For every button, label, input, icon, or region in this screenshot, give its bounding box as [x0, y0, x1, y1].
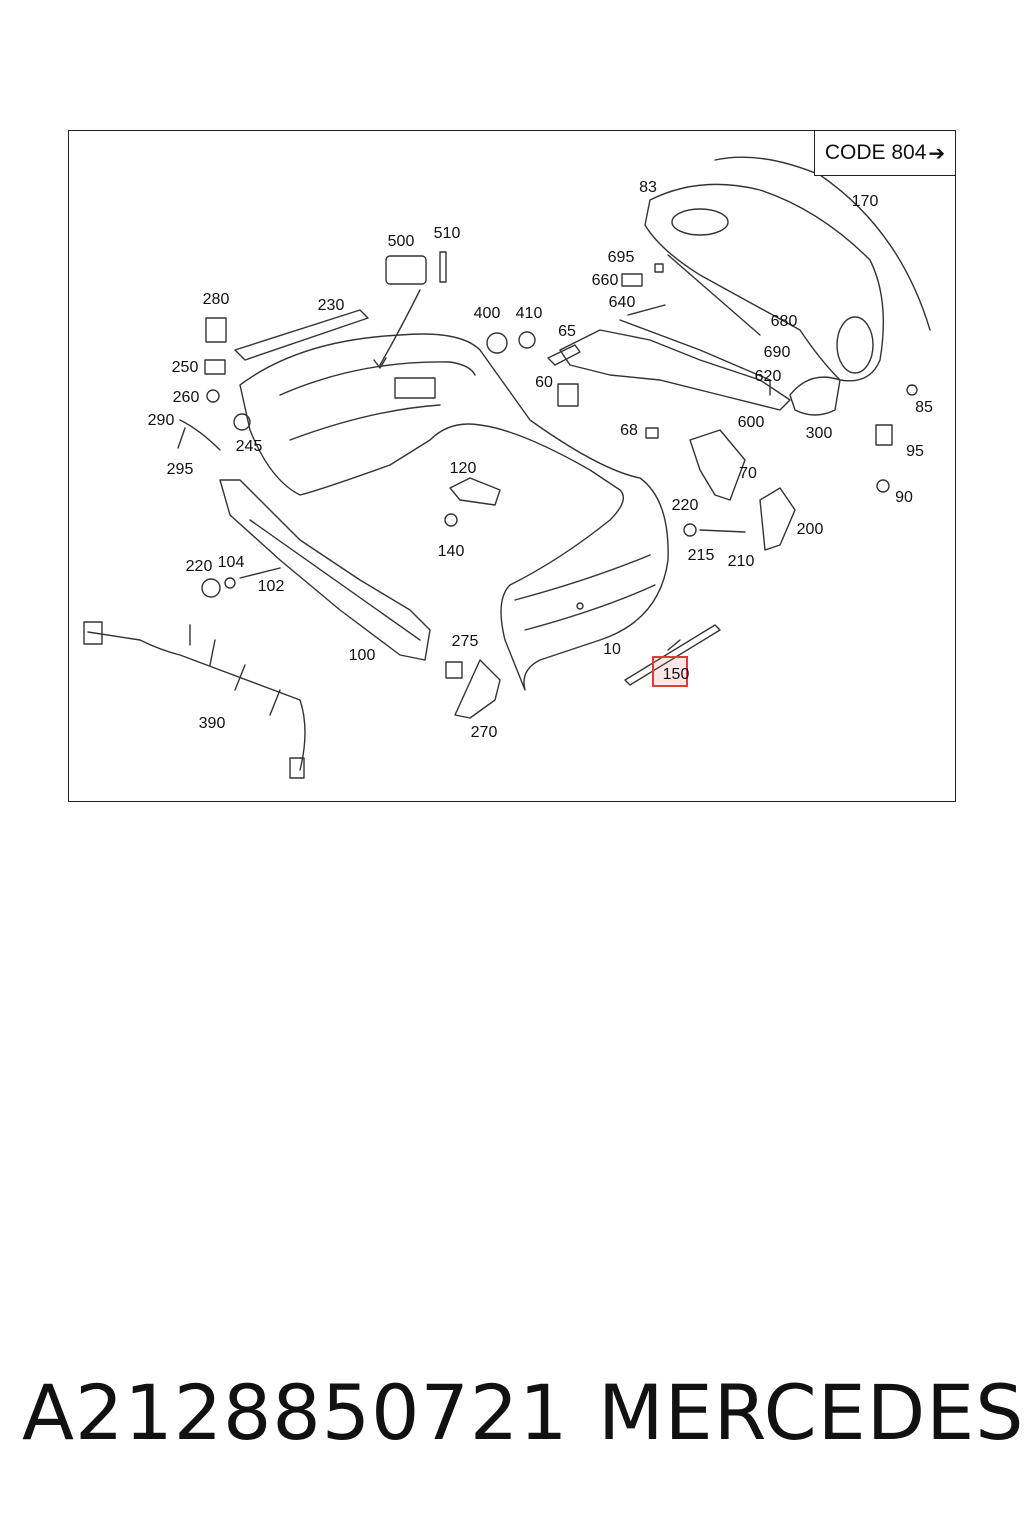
callout-275: 275 — [451, 633, 479, 650]
callout-200: 200 — [796, 521, 824, 538]
exhaust-trim — [789, 376, 841, 416]
callout-150: 150 — [662, 666, 690, 683]
callout-510: 510 — [433, 225, 461, 242]
callout-10: 10 — [603, 641, 621, 658]
callout-170: 170 — [851, 193, 879, 210]
upper-strip — [234, 309, 369, 361]
callout-68: 68 — [620, 422, 638, 439]
callout-290: 290 — [147, 412, 175, 429]
callout-690: 690 — [763, 344, 791, 361]
callout-680: 680 — [770, 313, 798, 330]
callout-220b: 220 — [185, 558, 213, 575]
part-number: A2128850721 — [22, 1368, 569, 1457]
callout-390: 390 — [198, 715, 226, 732]
callout-270: 270 — [470, 724, 498, 741]
callout-215: 215 — [687, 547, 715, 564]
callout-210: 210 — [727, 553, 755, 570]
callout-640: 640 — [608, 294, 636, 311]
wiring-harness — [87, 631, 306, 771]
callout-245: 245 — [235, 438, 263, 455]
side-bracket-200 — [759, 487, 796, 551]
impact-bar — [219, 479, 431, 661]
callout-104: 104 — [217, 554, 245, 571]
callout-120: 120 — [449, 460, 477, 477]
right-arrow-icon: ➔ — [928, 142, 946, 165]
callout-295: 295 — [166, 461, 194, 478]
callout-230: 230 — [317, 297, 345, 314]
callout-260: 260 — [172, 389, 200, 406]
callout-60: 60 — [535, 374, 553, 391]
callout-660: 660 — [591, 272, 619, 289]
lower-trim-270 — [454, 659, 501, 719]
callout-600: 600 — [737, 414, 765, 431]
callout-100: 100 — [348, 647, 376, 664]
code-label-text: CODE 804 — [824, 141, 927, 164]
callout-95: 95 — [906, 443, 924, 460]
trim-strip-150 — [624, 624, 721, 686]
footer: A2128850721 MERCEDES — [0, 1368, 1024, 1468]
callout-220a: 220 — [671, 497, 699, 514]
bumper-exploded-illustration — [83, 156, 931, 779]
bumper-cover — [239, 333, 669, 691]
brand-name: MERCEDES — [598, 1368, 1024, 1457]
callout-500: 500 — [387, 233, 415, 250]
callout-280: 280 — [202, 291, 230, 308]
parts-diagram-frame — [68, 130, 956, 802]
callout-83: 83 — [639, 179, 657, 196]
center-bracket — [559, 329, 791, 411]
callout-695: 695 — [607, 249, 635, 266]
callout-102: 102 — [257, 578, 285, 595]
callout-300: 300 — [805, 425, 833, 442]
code-804-label: CODE 804 ➔ — [814, 130, 956, 176]
highlighted-part-box — [652, 656, 688, 687]
callout-70: 70 — [739, 465, 757, 482]
callout-140: 140 — [437, 543, 465, 560]
callout-85: 85 — [915, 399, 933, 416]
callout-250: 250 — [171, 359, 199, 376]
callout-620: 620 — [754, 368, 782, 385]
side-bracket-70 — [689, 429, 746, 501]
callout-90: 90 — [895, 489, 913, 506]
diffuser — [644, 183, 885, 382]
callout-410: 410 — [515, 305, 543, 322]
callout-65: 65 — [558, 323, 576, 340]
callout-400: 400 — [473, 305, 501, 322]
